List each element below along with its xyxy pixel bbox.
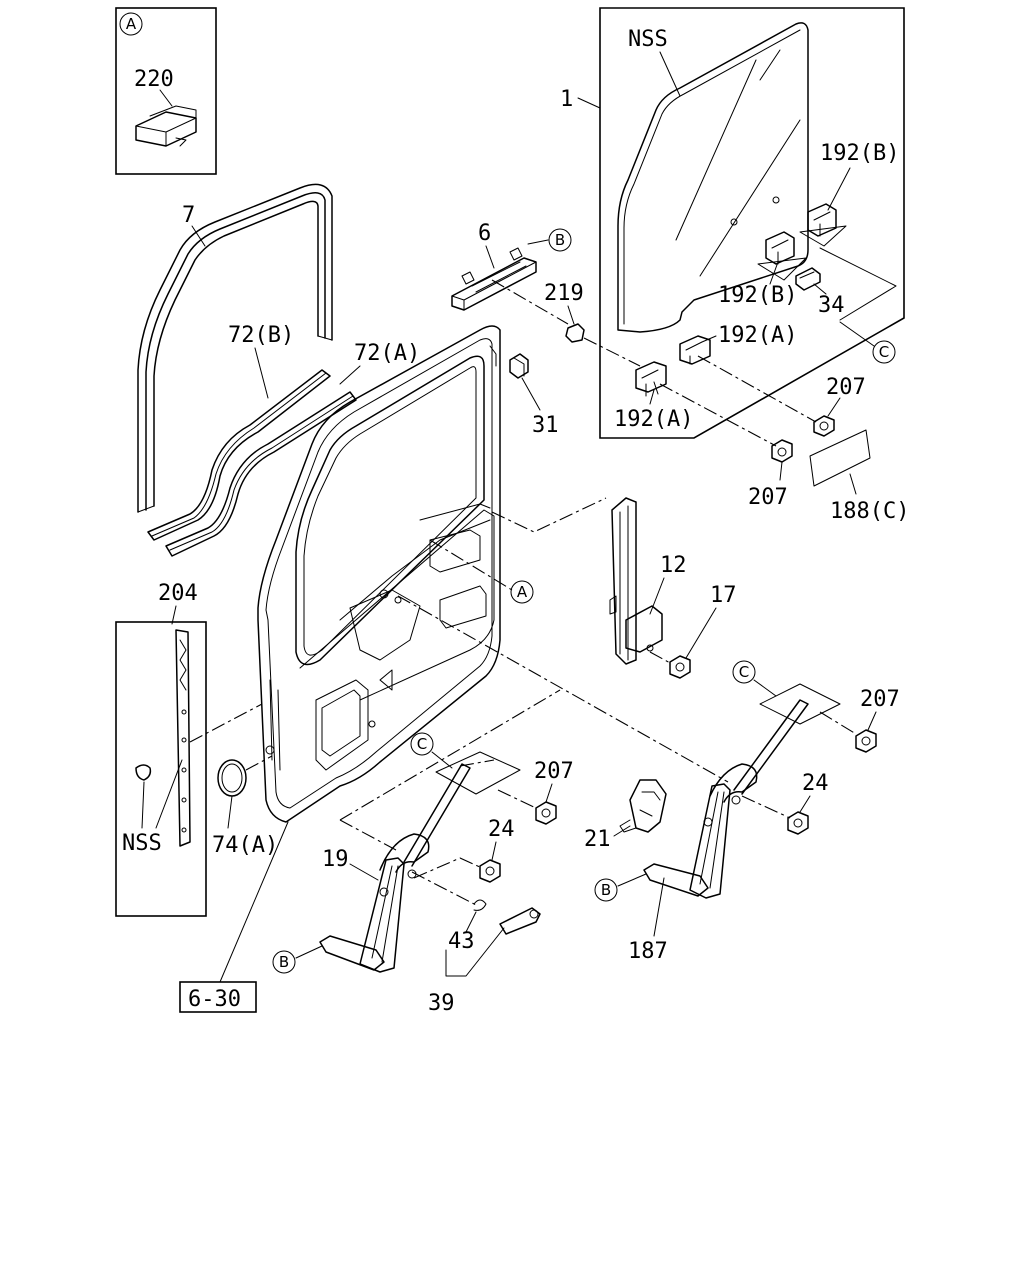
detail-box-204 (115, 621, 207, 917)
part-192a-clamp-upper (679, 335, 711, 365)
detail-a-callout: A (126, 15, 137, 33)
part-207-bolt-b (771, 439, 793, 463)
part-19-regulator (319, 763, 471, 973)
part-219-clip (565, 323, 585, 343)
part-207-bolt-d (855, 729, 877, 753)
part-34-pad (795, 267, 821, 291)
label-207-c: 207 (534, 759, 574, 784)
label-192b-upper: 192(B) (820, 141, 899, 166)
label-219: 219 (544, 281, 584, 306)
label-72b: 72(B) (228, 323, 294, 348)
right-regulator-sheet (759, 683, 841, 725)
label-207-a: 207 (826, 375, 866, 400)
callout-c-left: C (417, 735, 427, 753)
label-204: 204 (158, 581, 198, 606)
callout-b-left: B (279, 953, 289, 971)
callout-b-top: B (555, 231, 565, 249)
label-207-d: 207 (860, 687, 900, 712)
label-17: 17 (710, 583, 737, 608)
part-207-bolt-a (813, 415, 835, 437)
label-12: 12 (660, 553, 687, 578)
detail-box-a: A 220 (115, 7, 217, 175)
part-39-handle (499, 907, 541, 935)
label-nss-left: NSS (122, 831, 162, 856)
part-74a-grommet (217, 759, 247, 797)
part-12-regulator-channel (609, 497, 663, 665)
part-21-catch (619, 779, 667, 833)
label-1: 1 (560, 87, 573, 112)
callout-c-right: C (739, 663, 749, 681)
part-188c-sheet (809, 429, 871, 487)
part-192b-clamp-upper (807, 203, 837, 237)
part-24-bolt-right (787, 811, 809, 835)
part-207-bolt-c (535, 801, 557, 825)
label-43: 43 (448, 929, 475, 954)
callout-b-right: B (601, 881, 611, 899)
door-inner-panel (257, 325, 501, 823)
label-24-right: 24 (802, 771, 829, 796)
callout-c-box: C (879, 343, 889, 361)
part-192a-clamp-lower (635, 361, 667, 397)
part-6-channel (451, 247, 537, 311)
part-24-bolt-left (479, 859, 501, 883)
label-31: 31 (532, 413, 559, 438)
left-regulator-sheet (435, 751, 521, 795)
label-192a-lower: 192(A) (614, 407, 693, 432)
part-187-regulator (643, 699, 809, 899)
part-72b-molding (147, 369, 331, 541)
label-21: 21 (584, 827, 611, 852)
ref-6-30: 6-30 (188, 987, 241, 1012)
label-220: 220 (134, 67, 174, 92)
label-74a: 74(A) (212, 833, 278, 858)
label-192b-lower: 192(B) (718, 283, 797, 308)
label-187: 187 (628, 939, 668, 964)
label-7: 7 (182, 203, 195, 228)
label-192a-upper: 192(A) (718, 323, 797, 348)
part-7-run-channel (137, 183, 333, 513)
part-72a-molding (165, 391, 357, 557)
glass-assembly-box (599, 7, 905, 439)
label-34: 34 (818, 293, 845, 318)
part-17-bolt (669, 655, 691, 679)
part-31-bumper (509, 353, 529, 379)
part-220-clip (135, 105, 197, 147)
label-188c: 188(C) (830, 499, 909, 524)
label-19: 19 (322, 847, 349, 872)
label-6: 6 (478, 221, 491, 246)
label-207-b: 207 (748, 485, 788, 510)
part-192b-clamp-lower (765, 231, 795, 265)
label-39: 39 (428, 991, 455, 1016)
label-72a: 72(A) (354, 341, 420, 366)
callout-a-door: A (517, 583, 528, 601)
label-24-left: 24 (488, 817, 515, 842)
label-nss-top: NSS (628, 27, 668, 52)
part-43-spring (473, 899, 487, 911)
